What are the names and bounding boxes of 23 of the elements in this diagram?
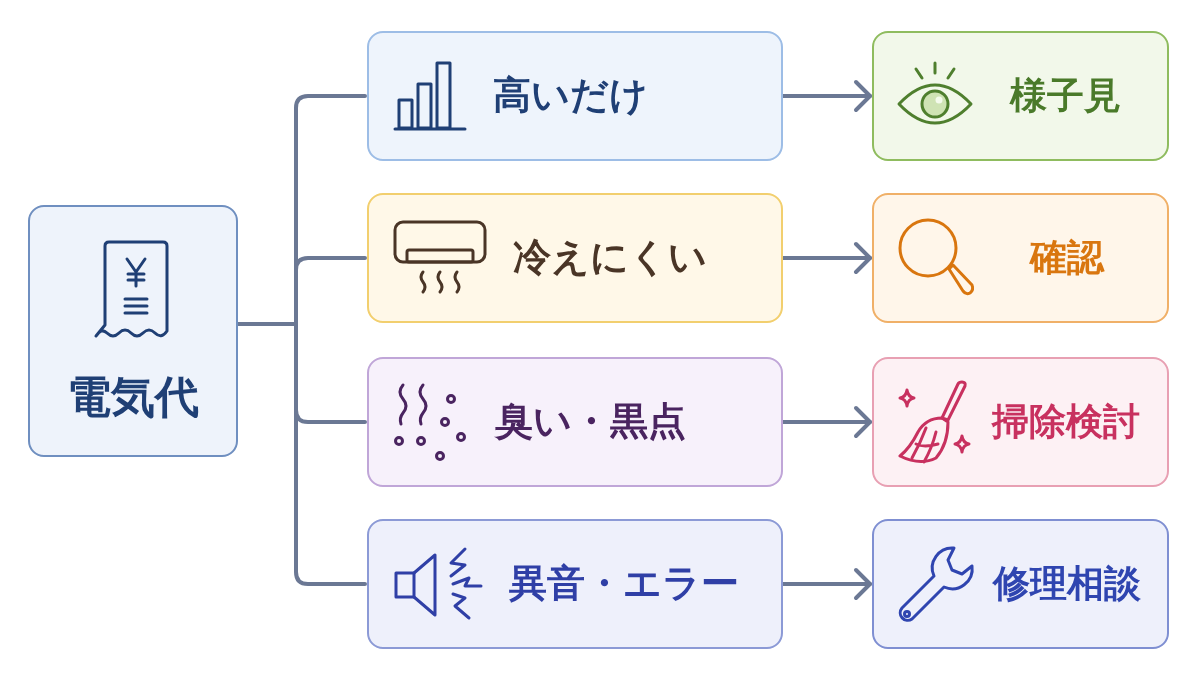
connector-line bbox=[236, 94, 367, 586]
topic-card bbox=[28, 205, 238, 457]
node-label: 異音・エラー bbox=[509, 560, 739, 608]
arrow bbox=[781, 568, 872, 600]
arrow bbox=[781, 80, 872, 112]
symptom-card bbox=[367, 193, 783, 323]
arrow bbox=[781, 242, 872, 274]
node-label: 臭い・黒点 bbox=[495, 398, 686, 446]
node-label: 冷えにくい bbox=[513, 234, 707, 282]
node-label: 掃除検討 bbox=[991, 398, 1140, 445]
action-card bbox=[872, 357, 1169, 487]
action-card bbox=[872, 31, 1169, 161]
node-label: 様子見 bbox=[1010, 72, 1121, 119]
node-label: 高いだけ bbox=[493, 72, 648, 120]
symptom-card bbox=[367, 31, 783, 161]
arrow bbox=[781, 406, 872, 438]
node-label: 修理相談 bbox=[992, 560, 1141, 607]
action-card bbox=[872, 519, 1169, 649]
symptom-card bbox=[367, 357, 783, 487]
action-card bbox=[872, 193, 1169, 323]
node-label: 電気代 bbox=[67, 369, 199, 424]
node-label: 確認 bbox=[1029, 234, 1104, 281]
symptom-card bbox=[367, 519, 783, 649]
